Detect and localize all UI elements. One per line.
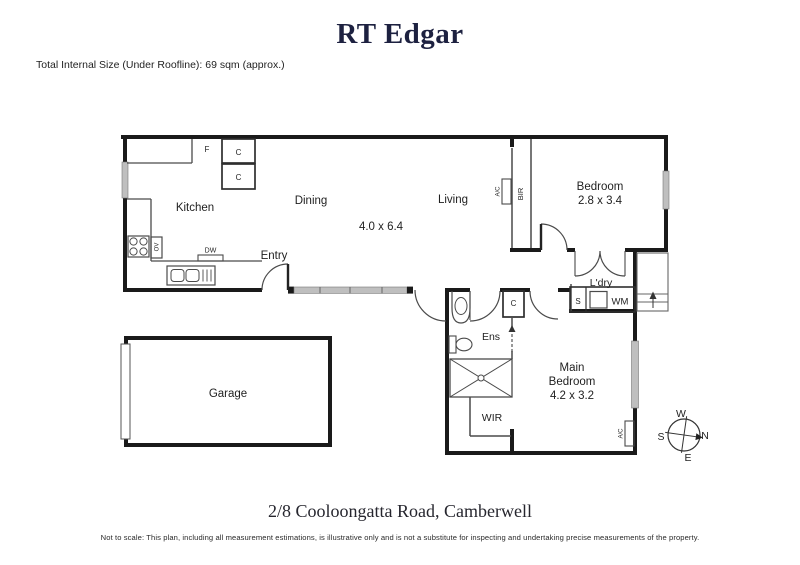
dishwasher-icon: DW xyxy=(197,248,224,262)
dishwasher-label: DW xyxy=(205,248,217,255)
garage-door xyxy=(120,343,131,440)
aircon-living-icon: A/C xyxy=(496,178,512,205)
compass-icon: W N S E xyxy=(657,408,708,464)
walls-thin xyxy=(469,139,572,437)
fridge-label: F xyxy=(205,145,210,154)
toilet-icon xyxy=(448,335,473,354)
aircon-label: A/C xyxy=(619,428,625,439)
dining-label: Dining xyxy=(295,195,328,207)
bedroom-label: Bedroom xyxy=(577,181,624,193)
cooktop-icon xyxy=(127,235,150,258)
kitchen-bench xyxy=(127,139,262,262)
wir-label: WIR xyxy=(482,412,503,424)
kitchen-label: Kitchen xyxy=(176,202,214,214)
laundry-label: L'dry xyxy=(590,277,613,289)
compass-south: S xyxy=(657,431,664,443)
main-bedroom-label-2: Bedroom xyxy=(549,376,596,388)
property-address: 2/8 Cooloongatta Road, Camberwell xyxy=(268,501,532,521)
aircon-label: A/C xyxy=(496,186,502,197)
cupboard-label: C xyxy=(236,148,242,157)
ensuite-label: Ens xyxy=(482,331,500,343)
main-bedroom-dims-label: 4.2 x 3.2 xyxy=(550,390,594,402)
bedroom-dims-label: 2.8 x 3.4 xyxy=(578,195,623,207)
washing-machine-label: WM xyxy=(612,297,629,308)
step-arrow xyxy=(508,325,516,352)
compass-north: N xyxy=(701,430,709,442)
kitchen-window xyxy=(121,161,129,199)
shower-icon xyxy=(449,358,513,398)
basin-icon xyxy=(451,291,471,324)
sink-icon xyxy=(166,265,216,286)
living-label: Living xyxy=(438,194,468,206)
bedroom-window xyxy=(662,170,670,210)
aircon-main-icon: A/C xyxy=(619,420,635,447)
main-bedroom-label-1: Main xyxy=(560,362,585,374)
entry-label: Entry xyxy=(261,250,288,262)
main-bedroom-window xyxy=(631,340,639,409)
door-arcs xyxy=(261,223,626,322)
windows xyxy=(120,161,670,440)
internal-size-note: Total Internal Size (Under Roofline): 69… xyxy=(36,59,285,71)
disclaimer-text: Not to scale: This plan, including all m… xyxy=(100,533,700,542)
compass-east: E xyxy=(684,452,691,464)
bir-label: BIR xyxy=(516,187,525,200)
bench-lines xyxy=(127,139,262,262)
brand-logo: RT Edgar xyxy=(336,18,464,50)
door-leaves xyxy=(286,224,543,290)
cupboard-label: C xyxy=(236,173,242,182)
stairs xyxy=(636,252,669,312)
trough-label: S xyxy=(575,297,580,306)
hall-cupboard: C xyxy=(502,290,525,318)
compass-west: W xyxy=(676,408,686,420)
living-window-cap-right xyxy=(407,286,413,294)
living-window-cap-left xyxy=(288,286,294,294)
cupboard-label: C xyxy=(511,299,517,308)
laundry-bench: S WM xyxy=(569,286,636,313)
oven-label: OV xyxy=(155,243,161,252)
kitchen-cupboards: C C xyxy=(221,138,256,190)
living-dims-label: 4.0 x 6.4 xyxy=(359,221,404,233)
garage-label: Garage xyxy=(209,388,247,400)
oven-icon: OV xyxy=(150,236,163,259)
living-window-dividers xyxy=(319,287,383,294)
